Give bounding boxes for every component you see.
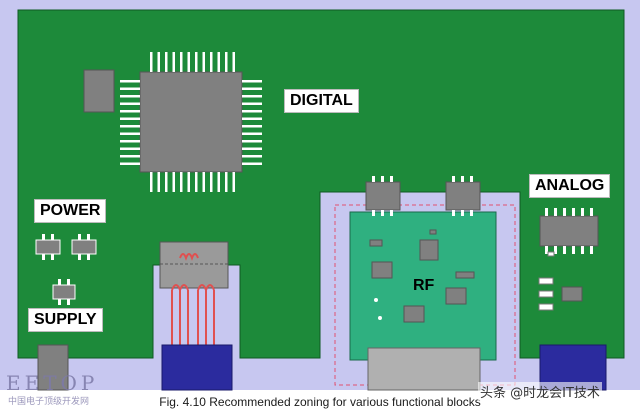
- mcu-pin: [242, 140, 262, 143]
- mcu-pin: [242, 162, 262, 165]
- figure-caption: Fig. 4.10 Recommended zoning for various…: [159, 395, 481, 409]
- mcu-pin: [232, 52, 235, 72]
- mcu-pin: [120, 102, 140, 105]
- mcu-pin: [172, 172, 175, 192]
- mcu-pin: [157, 52, 160, 72]
- mcu-pin: [187, 52, 190, 72]
- analog-chip: [539, 208, 599, 254]
- zone-label-analog: ANALOG: [529, 174, 611, 198]
- analog-chip-pin: [581, 208, 584, 216]
- eetop-logo-subtitle: 中国电子顶级开发网: [8, 397, 90, 407]
- mcu-pin: [120, 80, 140, 83]
- mcu-pin: [120, 155, 140, 158]
- analog-chip-pin: [545, 246, 548, 254]
- analog-chip-pin: [563, 208, 566, 216]
- analog-transistor: [561, 286, 583, 302]
- analog-chip-pin: [554, 208, 557, 216]
- mcu-pin: [242, 102, 262, 105]
- rf-module: [349, 211, 497, 361]
- rf-connector: [367, 347, 481, 391]
- analog-chip-pin: [590, 208, 593, 216]
- analog-chip-pin: [572, 208, 575, 216]
- zone-label-digital: DIGITAL: [284, 89, 359, 113]
- filter-traces: [171, 290, 215, 345]
- mcu-pin: [225, 172, 228, 192]
- mcu-pin: [225, 52, 228, 72]
- mcu-pin: [120, 95, 140, 98]
- mcu-pin: [172, 52, 175, 72]
- mcu-pin: [202, 172, 205, 192]
- power-components: [35, 239, 97, 300]
- mcu-pin: [242, 110, 262, 113]
- power-component-leads: [42, 234, 90, 305]
- mcu-pin: [195, 52, 198, 72]
- mcu-pin: [180, 52, 183, 72]
- mcu-pin: [242, 132, 262, 135]
- mcu-pin: [120, 110, 140, 113]
- analog-chip-pin: [563, 246, 566, 254]
- mcu-chip: [120, 52, 262, 192]
- mcu-pin: [232, 172, 235, 192]
- mcu-pin: [242, 87, 262, 90]
- mcu-pin: [217, 172, 220, 192]
- zone-label-supply: SUPPLY: [28, 308, 103, 332]
- mcu-pin: [120, 117, 140, 120]
- mcu-pin: [120, 140, 140, 143]
- mcu-pin: [165, 172, 168, 192]
- filter-connector: [161, 344, 233, 391]
- filter-choke: [159, 241, 229, 293]
- mcu-pin: [150, 52, 153, 72]
- mcu-pin: [242, 95, 262, 98]
- mcu-pin: [120, 125, 140, 128]
- analog-chip-pin: [590, 246, 593, 254]
- mcu-pin: [150, 172, 153, 192]
- mcu-pin: [242, 117, 262, 120]
- analog-chip-pin: [581, 246, 584, 254]
- mcu-pin: [157, 172, 160, 192]
- mcu-pin: [180, 172, 183, 192]
- mcu-pin: [242, 155, 262, 158]
- mcu-pin: [120, 87, 140, 90]
- source-watermark: 头条 @时龙会IT技术: [478, 382, 602, 401]
- mcu-pin: [202, 52, 205, 72]
- mcu-pin: [165, 52, 168, 72]
- power-connector: [37, 344, 69, 391]
- analog-chip-pin: [554, 246, 557, 254]
- mcu-pin: [242, 147, 262, 150]
- zone-label-rf: RF: [413, 277, 435, 294]
- zone-label-power: POWER: [34, 199, 107, 223]
- mcu-pin: [217, 52, 220, 72]
- crystal-component: [83, 69, 115, 113]
- mcu-pin: [120, 132, 140, 135]
- mcu-pin: [187, 172, 190, 192]
- rf-pads: [372, 176, 473, 320]
- analog-passives: [538, 251, 555, 311]
- mcu-pin: [242, 125, 262, 128]
- mcu-pin: [120, 147, 140, 150]
- analog-chip-pin: [572, 246, 575, 254]
- mcu-pin: [242, 80, 262, 83]
- mcu-pin: [210, 52, 213, 72]
- mcu-pin: [120, 162, 140, 165]
- eetop-logo: EETOP: [6, 371, 99, 395]
- analog-chip-pin: [545, 208, 548, 216]
- mcu-pin: [210, 172, 213, 192]
- mcu-pin: [195, 172, 198, 192]
